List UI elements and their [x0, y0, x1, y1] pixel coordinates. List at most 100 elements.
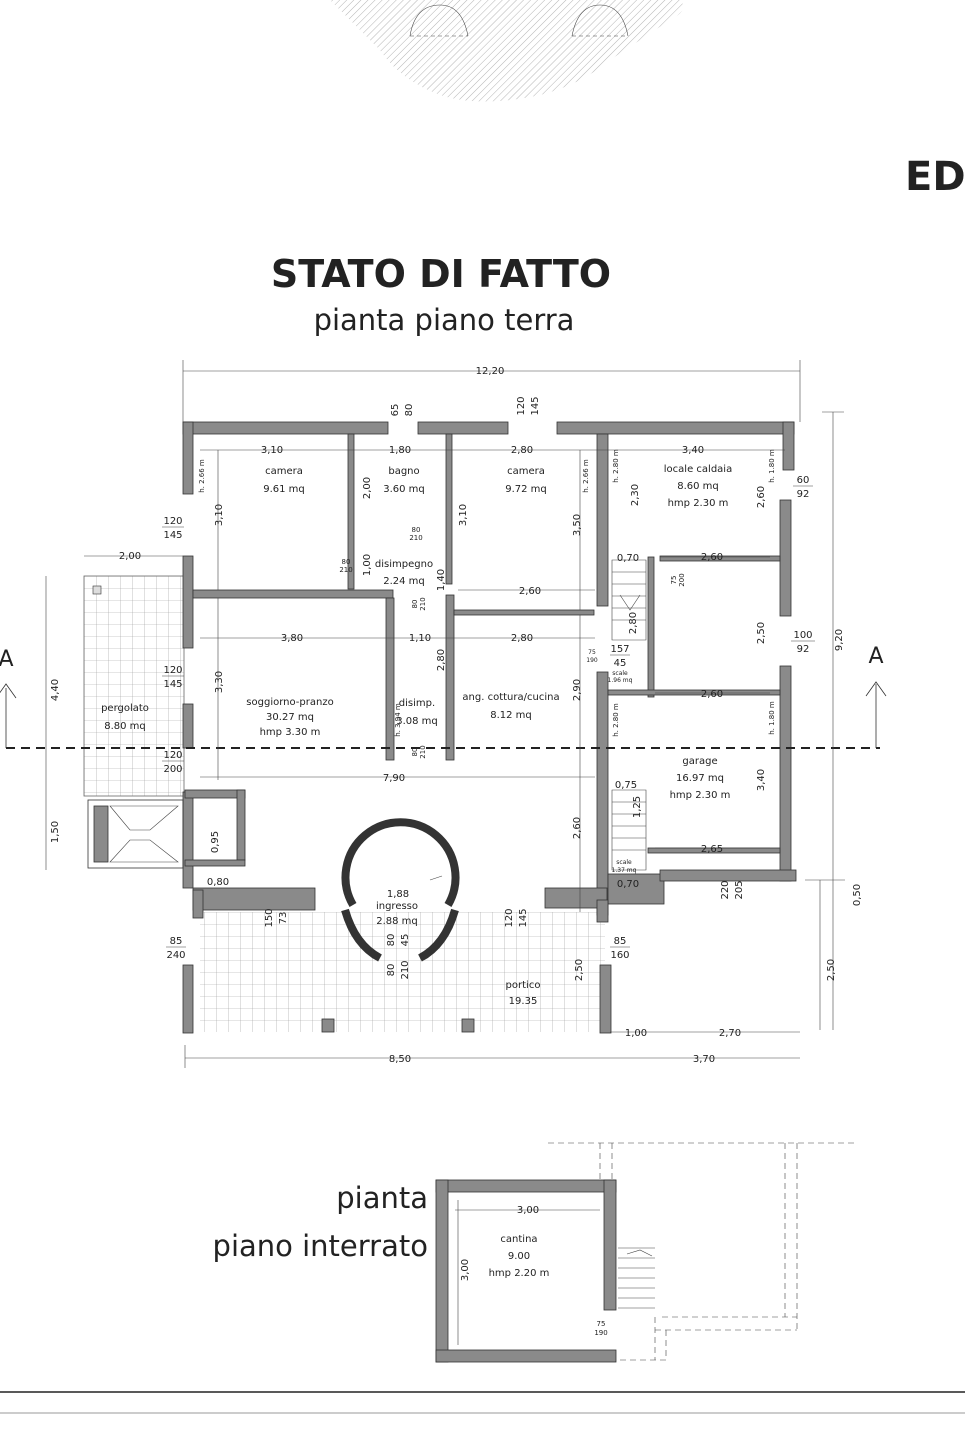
svg-text:145: 145 [163, 679, 182, 690]
svg-text:220: 220 [720, 880, 731, 899]
svg-text:3,10: 3,10 [214, 504, 225, 526]
svg-text:camera: camera [507, 466, 545, 477]
svg-text:3,40: 3,40 [756, 769, 767, 791]
svg-text:200: 200 [678, 573, 686, 586]
stairs-upper [611, 559, 647, 641]
height-labels: h. 2.66 m h. 2.66 m h. 2.80 m h. 1.80 m … [198, 449, 776, 737]
svg-text:2,80: 2,80 [628, 612, 639, 634]
walls [182, 421, 797, 1034]
svg-text:2,50: 2,50 [756, 622, 767, 644]
svg-text:3,30: 3,30 [214, 671, 225, 693]
svg-text:1.96 mq: 1.96 mq [608, 677, 633, 684]
svg-text:60: 60 [797, 475, 810, 486]
basement-label-2: piano interrato [213, 1229, 428, 1263]
svg-text:8.12 mq: 8.12 mq [490, 710, 532, 721]
svg-text:h. 2.80 m: h. 2.80 m [612, 703, 620, 737]
svg-text:h. 1.80 m: h. 1.80 m [768, 701, 776, 735]
basement-room-hmp: hmp 2.20 m [489, 1268, 550, 1279]
ingresso-rotunda [341, 818, 460, 962]
basement-label-1: pianta [336, 1181, 428, 1215]
svg-text:157: 157 [610, 644, 629, 655]
svg-text:h. 2.80 m: h. 2.80 m [612, 449, 620, 483]
section-mark-left: A [0, 647, 14, 672]
svg-text:0,75: 0,75 [615, 780, 637, 791]
svg-text:3,50: 3,50 [572, 514, 583, 536]
portico-floor [200, 912, 605, 1032]
svg-text:3,70: 3,70 [693, 1054, 715, 1065]
room-camera-2: camera 9.72 mq [505, 466, 547, 495]
svg-text:80: 80 [412, 526, 421, 534]
basement-opening-top: 75 [597, 1320, 606, 1328]
svg-text:65: 65 [390, 404, 401, 417]
svg-text:8.80 mq: 8.80 mq [104, 721, 146, 732]
section-mark-right: A [868, 644, 883, 669]
svg-text:2.88 mq: 2.88 mq [376, 916, 418, 927]
svg-text:9.61 mq: 9.61 mq [263, 484, 305, 495]
dimension-labels: 12,20 9,20 3,10 1,80 2,80 3,40 2,00 3,80… [50, 366, 863, 1065]
svg-text:0,95: 0,95 [210, 831, 221, 853]
svg-text:210: 210 [419, 597, 427, 610]
svg-text:80: 80 [386, 934, 397, 947]
svg-text:disimp.: disimp. [399, 698, 435, 709]
basement-opening-bottom: 190 [594, 1329, 607, 1337]
svg-text:2,80: 2,80 [511, 445, 533, 456]
room-ingresso: ingresso 2.88 mq [376, 901, 418, 927]
svg-text:scale: scale [616, 859, 632, 866]
svg-text:80: 80 [342, 558, 351, 566]
section-arrow-right-icon [865, 681, 887, 748]
svg-text:100: 100 [793, 630, 812, 641]
svg-text:2,60: 2,60 [572, 817, 583, 839]
svg-text:200: 200 [163, 764, 182, 775]
svg-text:ingresso: ingresso [376, 901, 418, 912]
dimension-lines [45, 360, 845, 1068]
svg-text:9.72 mq: 9.72 mq [505, 484, 547, 495]
svg-text:210: 210 [419, 745, 427, 758]
svg-text:80: 80 [404, 404, 415, 417]
svg-text:210: 210 [409, 534, 422, 542]
basement-dim-top: 3,00 [517, 1205, 539, 1216]
room-disimp: disimp.3.08 mq [396, 698, 438, 727]
svg-text:2,60: 2,60 [519, 586, 541, 597]
svg-text:45: 45 [400, 934, 411, 947]
svg-text:145: 145 [518, 908, 529, 927]
svg-text:1,88: 1,88 [387, 889, 409, 900]
svg-text:3,40: 3,40 [682, 445, 704, 456]
svg-text:45: 45 [614, 658, 627, 669]
svg-text:3,80: 3,80 [281, 633, 303, 644]
svg-text:1,00: 1,00 [625, 1028, 647, 1039]
svg-text:0,50: 0,50 [852, 884, 863, 906]
svg-text:2,80: 2,80 [511, 633, 533, 644]
svg-text:bagno: bagno [388, 466, 419, 477]
svg-text:85: 85 [614, 936, 627, 947]
svg-text:8,50: 8,50 [389, 1054, 411, 1065]
svg-text:73: 73 [278, 912, 289, 925]
svg-text:garage: garage [682, 756, 717, 767]
svg-text:92: 92 [797, 489, 810, 500]
svg-text:190: 190 [586, 657, 598, 664]
svg-text:145: 145 [530, 396, 541, 415]
pergolato-box [87, 799, 184, 869]
basement-dim-left: 3,00 [460, 1259, 471, 1281]
svg-text:1,50: 1,50 [50, 821, 61, 843]
svg-text:75: 75 [670, 576, 678, 585]
